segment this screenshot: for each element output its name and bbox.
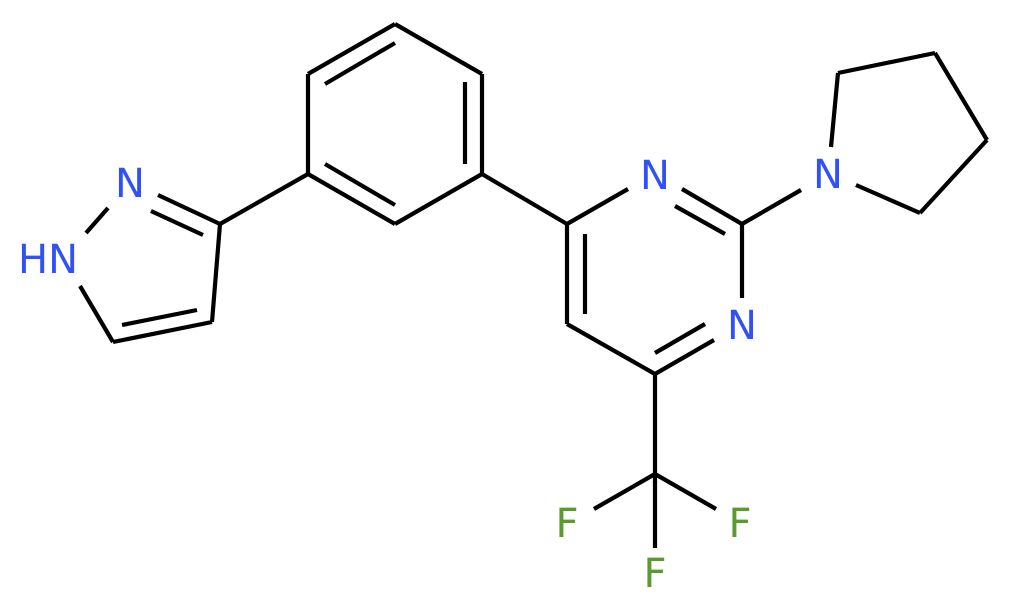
atom-label-pyrazole-n1h: HN (18, 237, 78, 283)
trifluoromethyl-group (592, 374, 718, 548)
atom-label-pyrimidine-n3: N (727, 303, 757, 349)
atom-label-pyrimidine-n1: N (640, 153, 670, 199)
pyrazole-ring (78, 193, 223, 345)
atom-label-f-bottom: F (643, 551, 666, 597)
bond-benzene-pyrazole (218, 172, 310, 226)
atom-label-pyrazole-n2: N (115, 161, 145, 207)
bond-pyrimidine-pyrrolidine (740, 188, 803, 226)
pyrrolidine-ring (828, 50, 989, 215)
bond-benzene-pyrimidine (480, 172, 569, 226)
atom-label-pyrrolidine-n: N (813, 152, 843, 198)
pyrimidine-ring (564, 187, 745, 376)
benzene-ring (305, 22, 485, 226)
atom-label-f-left: F (555, 501, 578, 547)
atom-label-f-right: F (728, 501, 751, 547)
